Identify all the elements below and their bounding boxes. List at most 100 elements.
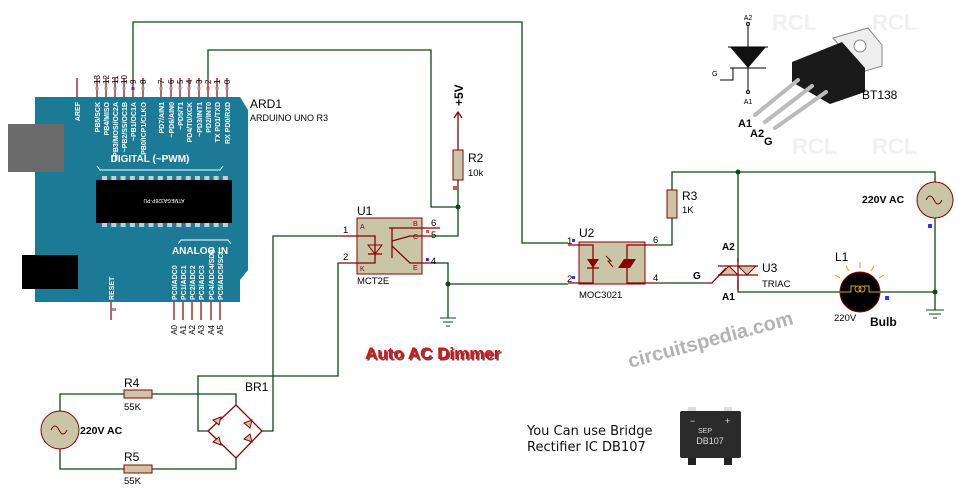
optocoupler-u2: 1 2 6 4 U2 MOC3021 bbox=[567, 226, 658, 301]
r3-value: 1K bbox=[682, 205, 694, 216]
arduino-board: ATMEGA328P-PU DIGITAL (~PWM) ANALOG IN A… bbox=[8, 75, 248, 335]
mcu-chip bbox=[96, 180, 232, 223]
bt138-label: BT138 bbox=[862, 88, 898, 102]
minus-mark: − bbox=[690, 416, 695, 426]
pin-label: ~PB2/SS/OC1B bbox=[122, 102, 129, 152]
u3-part: TRIAC bbox=[762, 279, 791, 290]
note-line-1: You Can use Bridge bbox=[527, 424, 653, 439]
pin-label: AREF bbox=[75, 101, 82, 121]
ac-source-left: 220V AC bbox=[40, 410, 123, 450]
resistor-r2: R2 10k bbox=[452, 149, 484, 190]
r2-ref: R2 bbox=[468, 151, 484, 165]
pin-number: 11 bbox=[111, 75, 120, 84]
logo-watermark: RCL bbox=[872, 10, 917, 35]
pin-name: E bbox=[413, 265, 418, 272]
wires bbox=[59, 21, 938, 470]
pin-label: PB5/SCK bbox=[95, 102, 102, 132]
arduino-ref: ARD1 bbox=[250, 97, 282, 111]
r3-ref: R3 bbox=[682, 189, 698, 203]
r5-ref: R5 bbox=[124, 450, 140, 464]
analog-pin-number: A1 bbox=[179, 324, 188, 334]
analog-pin-number: A5 bbox=[216, 324, 225, 334]
logo-watermark: RCL bbox=[792, 134, 837, 159]
arduino-model: ARDUINO UNO R3 bbox=[250, 113, 328, 123]
bulb-l1: L1 220V Bulb bbox=[834, 250, 897, 329]
pin-number: 12 bbox=[102, 75, 111, 84]
pin-number: 9 bbox=[129, 79, 138, 84]
r2-value: 10k bbox=[468, 168, 484, 179]
resistor-r3: R3 1K bbox=[666, 189, 698, 219]
pin-label: ~PD6/AIN0 bbox=[169, 102, 176, 138]
pin-number: 4 bbox=[185, 79, 194, 84]
pin-number: 7 bbox=[157, 79, 166, 84]
vcc-terminal: +5V bbox=[452, 84, 466, 150]
ac-source-right: 220V AC bbox=[862, 181, 954, 319]
bridge-note: You Can use Bridge Rectifier IC DB107 bbox=[527, 424, 652, 456]
pin-number: 6 bbox=[167, 79, 176, 84]
br1-ref: BR1 bbox=[245, 380, 269, 394]
analog-pin-label: PC0/ADC0 bbox=[172, 265, 179, 300]
triac-u3: A2 A1 G U3 TRIAC bbox=[693, 242, 791, 303]
resistor-r4: R4 55K bbox=[123, 376, 153, 413]
chip-label: ATMEGA328P-PU bbox=[143, 197, 184, 203]
inset-a1: A1 bbox=[744, 99, 753, 106]
watermark: circuitspedia.com bbox=[626, 308, 796, 373]
power-jack bbox=[22, 255, 78, 289]
a2-label: A2 bbox=[722, 242, 735, 253]
bt138-pin-a1: A1 bbox=[738, 118, 752, 130]
ic-label: DB107 bbox=[696, 436, 724, 446]
u3-ref: U3 bbox=[762, 261, 778, 275]
pin-name: A bbox=[360, 224, 365, 231]
analog-pin-label: PC4/ADC4/SDA bbox=[209, 249, 216, 300]
r5-value: 55K bbox=[124, 476, 142, 487]
pin-number: 2 bbox=[567, 274, 572, 285]
analog-pin-number: A4 bbox=[207, 324, 216, 334]
pin-number: 10 bbox=[120, 75, 129, 84]
vcc-label: +5V bbox=[452, 84, 466, 106]
triac-symbol-inset: A2 G A1 bbox=[712, 15, 768, 106]
pin-label: TX PD1/TXD bbox=[215, 102, 222, 142]
usb-port bbox=[8, 124, 64, 172]
pin-label: ~PB3/MOSI/OC2A bbox=[113, 102, 120, 161]
pin-number: 5 bbox=[176, 79, 185, 84]
pin-label: PD4/T0/XCK bbox=[187, 102, 194, 142]
pin-number: 6 bbox=[653, 235, 658, 246]
plus-mark: + bbox=[725, 416, 730, 426]
pin-label: ~PB1/OC1A bbox=[131, 102, 138, 141]
bt138-package-image: RCL RCL RCL RCL BT138 A1 A2 G bbox=[738, 10, 917, 159]
ac-left-label: 220V AC bbox=[80, 425, 123, 437]
pin-label: RX PD0/RXD bbox=[225, 102, 232, 144]
optocoupler-u1: A K B C E 1 2 6 5 4 U1 MCT2E bbox=[340, 204, 440, 287]
analog-pin-number: A3 bbox=[197, 324, 206, 334]
pin-name: B bbox=[413, 221, 418, 228]
pin-number: 3 bbox=[195, 79, 204, 84]
pin-number: 2 bbox=[343, 252, 348, 263]
u1-part: MCT2E bbox=[357, 276, 389, 287]
pin-number: 2 bbox=[204, 79, 213, 84]
pin-label: PD2/INT0 bbox=[206, 102, 213, 133]
bt138-pin-a2: A2 bbox=[750, 128, 764, 140]
pin-number: 1 bbox=[343, 225, 348, 236]
u1-ref: U1 bbox=[357, 204, 373, 218]
pin-label: PB0/ICP1/CLKO bbox=[141, 101, 148, 154]
db107-ic-image: − + SEP DB107 bbox=[680, 407, 741, 465]
pin-label: ~PD5/T1 bbox=[178, 102, 185, 130]
g-label: G bbox=[693, 271, 701, 282]
analog-pin-number: A2 bbox=[188, 324, 197, 334]
r4-ref: R4 bbox=[124, 376, 140, 390]
logo-watermark: RCL bbox=[872, 134, 917, 159]
pin-number: 5 bbox=[431, 230, 436, 241]
pin-number: 4 bbox=[431, 256, 436, 267]
l1-name: Bulb bbox=[870, 315, 897, 329]
u2-part: MOC3021 bbox=[579, 290, 622, 301]
pin-number: 4 bbox=[653, 273, 658, 284]
analog-pin-label: PC2/ADC2 bbox=[190, 265, 197, 300]
inset-a2: A2 bbox=[744, 15, 753, 22]
analog-label: ANALOG IN bbox=[172, 246, 228, 257]
analog-pin-label: PC3/ADC3 bbox=[199, 265, 206, 300]
pin-number: 1 bbox=[567, 236, 572, 247]
pin-number: 8 bbox=[139, 79, 148, 84]
logo-watermark: RCL bbox=[772, 10, 817, 35]
resistor-r5: R5 55K bbox=[123, 450, 153, 487]
